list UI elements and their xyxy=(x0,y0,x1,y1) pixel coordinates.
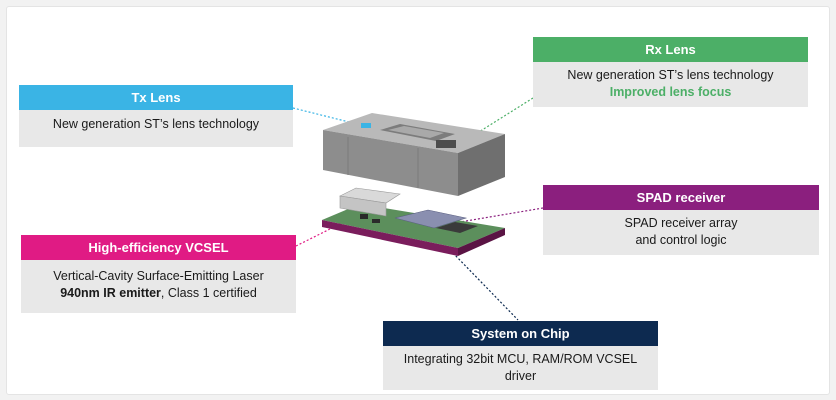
rx-lens-description: New generation ST’s lens technology Impr… xyxy=(533,62,808,107)
spad-connector xyxy=(459,207,544,223)
tx-lens-title: Tx Lens xyxy=(19,85,293,110)
vcsel-callout: High-efficiency VCSEL Vertical-Cavity Su… xyxy=(21,235,296,313)
lens-cover xyxy=(323,113,505,196)
tx-lens-callout: Tx Lens New generation ST’s lens technol… xyxy=(19,85,293,147)
spad-receiver-callout: SPAD receiver SPAD receiver array and co… xyxy=(543,185,819,255)
soc-description: Integrating 32bit MCU, RAM/ROM VCSEL dri… xyxy=(383,346,658,390)
spad-receiver-title: SPAD receiver xyxy=(543,185,819,210)
tx-lens-description: New generation ST’s lens technology xyxy=(19,110,293,147)
vcsel-emitter-spec: 940nm IR emitter xyxy=(60,286,161,300)
rx-lens-callout: Rx Lens New generation ST’s lens technol… xyxy=(533,37,808,107)
tx-lens-line1: New generation ST’s lens technology xyxy=(52,117,260,131)
rx-lens-title: Rx Lens xyxy=(533,37,808,62)
soc-title: System on Chip xyxy=(383,321,658,346)
vcsel-line1: Vertical-Cavity Surface-Emitting Laser xyxy=(53,269,264,283)
vcsel-line2: 940nm IR emitter, Class 1 certified xyxy=(21,285,296,302)
spad-receiver-description: SPAD receiver array and control logic xyxy=(543,210,819,255)
soc-callout: System on Chip Integrating 32bit MCU, RA… xyxy=(383,321,658,390)
spad-line2: and control logic xyxy=(635,233,727,247)
circuit-board xyxy=(322,187,505,256)
vcsel-class: , Class 1 certified xyxy=(160,286,257,300)
spad-line1: SPAD receiver array xyxy=(624,216,738,230)
vcsel-title: High-efficiency VCSEL xyxy=(21,235,296,260)
soc-connector xyxy=(452,252,519,321)
vcsel-description: Vertical-Cavity Surface-Emitting Laser 9… xyxy=(21,260,296,313)
soc-line2: driver xyxy=(504,369,537,383)
rx-lens-line1: New generation ST’s lens technology xyxy=(567,68,774,82)
rx-lens-highlight: Improved lens focus xyxy=(609,85,732,99)
soc-line1: Integrating 32bit MCU, RAM/ROM VCSEL xyxy=(403,352,638,366)
